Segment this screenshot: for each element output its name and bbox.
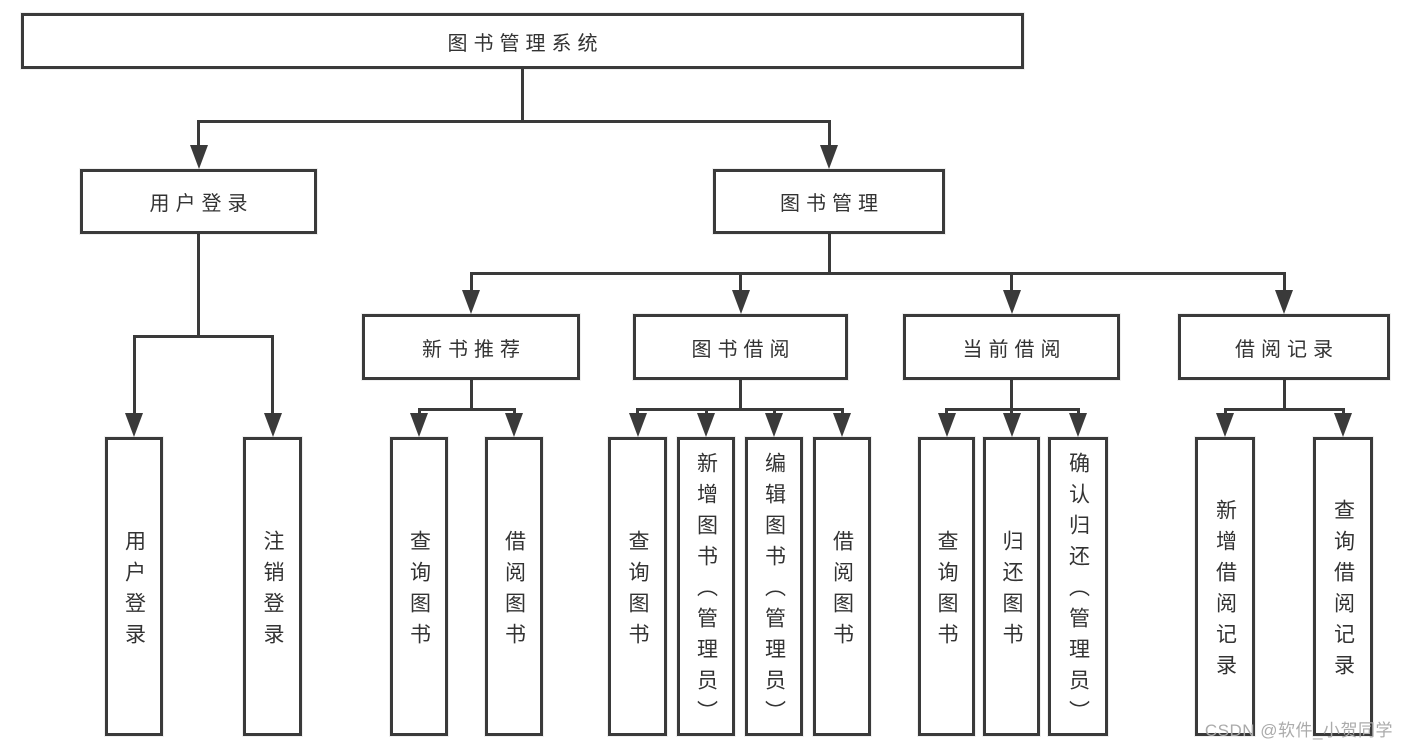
node-leaf-confirm-return: 确认归还（管理员） xyxy=(1048,437,1108,736)
connector-stem xyxy=(1282,380,1286,411)
watermark: CSDN @软件_小贺同学 xyxy=(1204,721,1393,740)
node-book-borrowing: 图书借阅 xyxy=(633,314,848,380)
arrowhead-down-icon xyxy=(731,290,750,314)
arrowhead-down-icon xyxy=(462,290,480,314)
node-borrowing-records: 借阅记录 xyxy=(1178,314,1390,380)
arrowhead-down-icon xyxy=(697,413,715,437)
node-leaf-query-book-rec: 查询图书 xyxy=(390,437,448,736)
arrowhead-down-icon xyxy=(1069,413,1087,437)
arrowhead-down-icon xyxy=(628,413,647,437)
node-current-borrowing: 当前借阅 xyxy=(903,314,1120,380)
node-leaf-query-book-current: 查询图书 xyxy=(918,437,975,736)
node-root: 图书管理系统 xyxy=(21,13,1024,69)
node-leaf-return-book: 归还图书 xyxy=(983,437,1040,736)
arrowhead-down-icon xyxy=(505,413,523,437)
connector-drop-line xyxy=(197,120,200,151)
arrowhead-down-icon xyxy=(263,413,282,437)
node-book-management: 图书管理 xyxy=(713,169,945,234)
connector-drop-line xyxy=(469,272,473,296)
connector-drop-line xyxy=(1010,272,1013,296)
arrowhead-down-icon xyxy=(765,413,783,437)
node-leaf-add-book: 新增图书（管理员） xyxy=(677,437,735,736)
connector-drop-line xyxy=(132,335,136,419)
connector-stem xyxy=(521,69,524,123)
arrowhead-down-icon xyxy=(410,413,428,437)
node-leaf-edit-book: 编辑图书（管理员） xyxy=(745,437,803,736)
connector-stem xyxy=(739,380,742,411)
connector-split-line xyxy=(1223,408,1345,411)
arrowhead-down-icon xyxy=(1002,290,1021,314)
connector-split-line xyxy=(132,335,274,338)
connector-split-line xyxy=(417,408,516,411)
connector-drop-line xyxy=(739,272,742,296)
node-leaf-user-login: 用户登录 xyxy=(105,437,163,736)
node-leaf-logout: 注销登录 xyxy=(243,437,302,736)
arrowhead-down-icon xyxy=(1334,413,1352,437)
connector-split-line xyxy=(197,120,831,123)
node-leaf-query-borrow-record: 查询借阅记录 xyxy=(1313,437,1373,736)
node-new-book-recommendation: 新书推荐 xyxy=(362,314,580,380)
connector-drop-line xyxy=(827,120,831,151)
arrowhead-down-icon xyxy=(820,145,838,169)
connector-stem xyxy=(197,234,200,338)
arrowhead-down-icon xyxy=(189,145,208,169)
arrowhead-down-icon xyxy=(125,413,143,437)
arrowhead-down-icon xyxy=(1002,413,1021,437)
connector-drop-line xyxy=(1282,272,1286,296)
connector-stem xyxy=(1010,380,1013,411)
connector-split-line xyxy=(469,272,1286,275)
connector-split-line xyxy=(636,408,844,411)
node-leaf-borrow-book: 借阅图书 xyxy=(813,437,871,736)
arrowhead-down-icon xyxy=(1216,413,1234,437)
arrowhead-down-icon xyxy=(1275,290,1293,314)
node-leaf-add-borrow-record: 新增借阅记录 xyxy=(1195,437,1255,736)
arrowhead-down-icon xyxy=(937,413,956,437)
connector-drop-line xyxy=(271,335,274,419)
node-user-login: 用户登录 xyxy=(80,169,317,234)
node-leaf-query-book-borrow: 查询图书 xyxy=(608,437,667,736)
arrowhead-down-icon xyxy=(833,413,851,437)
node-leaf-borrow-book-rec: 借阅图书 xyxy=(485,437,543,736)
connector-stem xyxy=(827,234,831,275)
connector-stem xyxy=(469,380,473,411)
